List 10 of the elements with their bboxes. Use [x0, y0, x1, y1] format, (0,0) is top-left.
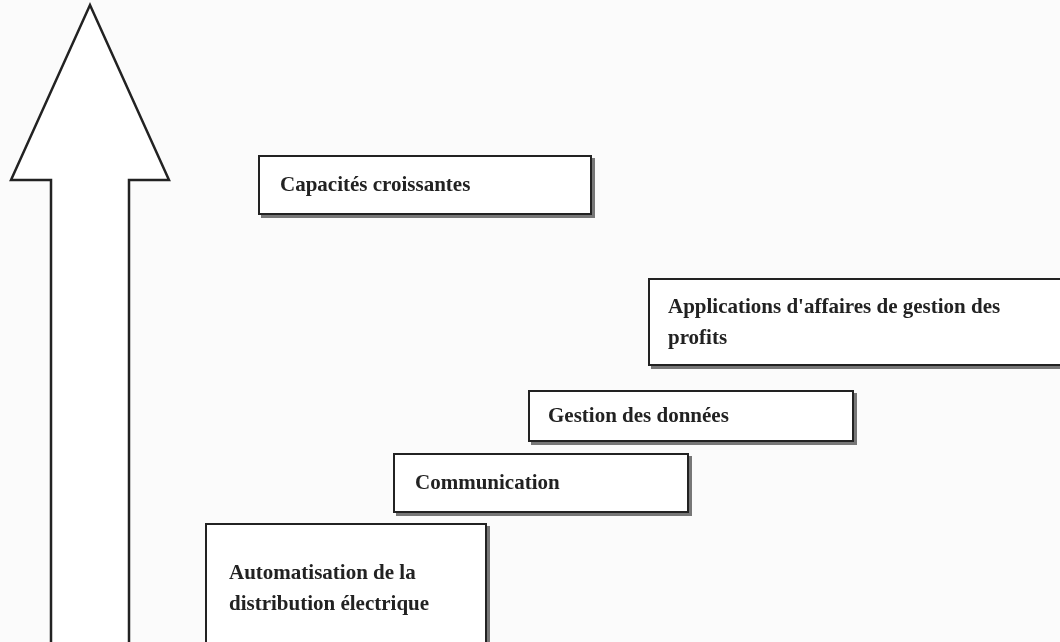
box-label: Gestion des données: [548, 402, 730, 430]
label-box: [258, 155, 592, 215]
label-box: [393, 453, 689, 513]
box-label: Automatisation de la distribution électrique: [229, 558, 431, 617]
box-label: Applications d'affaires de gestion des profits: [668, 292, 1002, 351]
box-label: Communication: [415, 469, 561, 497]
label-box: [648, 278, 1060, 366]
label-box: [205, 523, 487, 642]
box-label: Capacités croissantes: [280, 171, 472, 199]
label-box: [528, 390, 854, 442]
